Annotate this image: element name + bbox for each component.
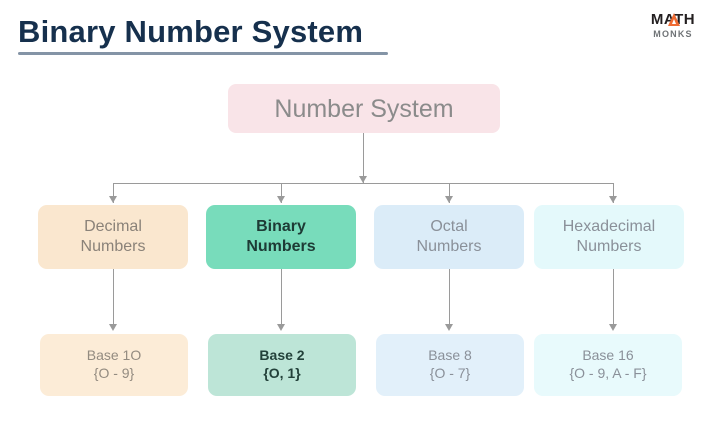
node-label-line2: Numbers (246, 238, 316, 255)
connector-drop-octal (449, 183, 451, 203)
node-octal-numbers: Octal Numbers (374, 205, 524, 269)
triangle-inner-icon (671, 19, 676, 24)
arrow-base16-down-icon (609, 324, 617, 331)
node-label-line1: Decimal (84, 217, 142, 235)
node-label-line1: Base 16 (582, 347, 634, 364)
connector-hexadecimal-to-base16 (613, 269, 615, 327)
arrow-decimal-down-icon (109, 196, 117, 203)
node-binary-numbers: Binary Numbers (206, 205, 356, 269)
arrow-base8-down-icon (445, 324, 453, 331)
arrow-binary-down-icon (277, 196, 285, 203)
arrow-hexadecimal-down-icon (609, 196, 617, 203)
node-hexadecimal-numbers: Hexadecimal Numbers (534, 205, 684, 269)
logo-bottom-text: MONKS (653, 29, 693, 39)
node-base-10: Base 1O {O - 9} (40, 334, 188, 396)
node-label: Number System (274, 94, 454, 123)
node-base-8: Base 8 {O - 7} (376, 334, 524, 396)
node-label-line1: Binary (256, 217, 306, 235)
node-label-line2: Numbers (576, 238, 642, 255)
connector-root-stem (363, 133, 365, 184)
connector-bus (113, 183, 614, 185)
connector-drop-binary (281, 183, 283, 203)
node-label-line2: Numbers (80, 238, 146, 255)
node-label-line2: {O - 9} (93, 365, 135, 381)
node-label-line2: Numbers (416, 238, 482, 255)
node-decimal-numbers: Decimal Numbers (38, 205, 188, 269)
node-label-line2: {O, 1} (263, 365, 301, 381)
connector-drop-hexadecimal (613, 183, 615, 203)
node-label-line1: Base 1O (86, 347, 142, 364)
arrow-base2-down-icon (277, 324, 285, 331)
connector-decimal-to-base10 (113, 269, 115, 327)
node-label-line2: {O - 9, A - F} (569, 365, 647, 381)
arrow-root-down-icon (359, 176, 367, 183)
node-base-2: Base 2 {O, 1} (208, 334, 356, 396)
node-label-line1: Base 2 (259, 347, 305, 364)
arrow-base10-down-icon (109, 324, 117, 331)
node-label-line1: Hexadecimal (562, 217, 656, 235)
node-base-16: Base 16 {O - 9, A - F} (534, 334, 682, 396)
node-label-line1: Base 8 (428, 347, 472, 364)
logo-top-text: MATH (651, 12, 695, 27)
connector-octal-to-base8 (449, 269, 451, 327)
arrow-octal-down-icon (445, 196, 453, 203)
node-label-line1: Octal (430, 217, 468, 235)
connector-binary-to-base2 (281, 269, 283, 327)
math-monks-logo: MATH MONKS (640, 12, 706, 46)
node-number-system: Number System (228, 84, 500, 133)
page-title: Binary Number System (18, 14, 364, 49)
title-underline (18, 52, 388, 55)
connector-drop-decimal (113, 183, 115, 203)
node-label-line2: {O - 7} (429, 365, 471, 381)
